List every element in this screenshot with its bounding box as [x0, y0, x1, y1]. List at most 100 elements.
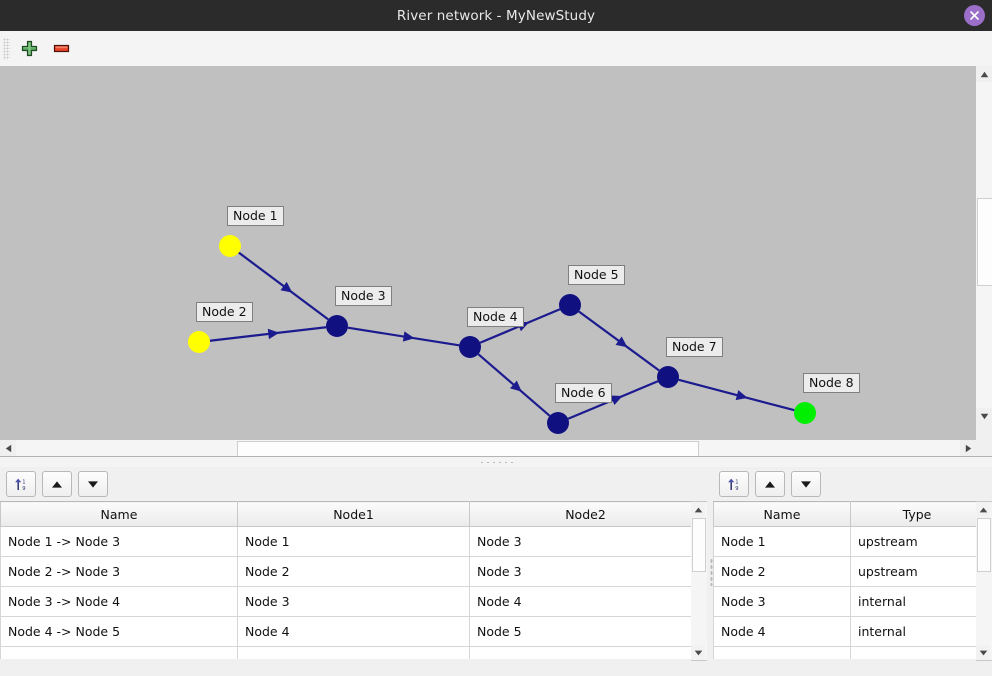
table-row[interactable]: [713, 646, 977, 659]
table-cell[interactable]: Node 3: [469, 526, 692, 557]
column-header[interactable]: Node1: [237, 501, 470, 527]
svg-text:9: 9: [735, 486, 738, 492]
column-header[interactable]: Node2: [469, 501, 692, 527]
graph-node[interactable]: [326, 315, 348, 337]
table-cell[interactable]: Node 3: [713, 586, 851, 617]
table-cell[interactable]: Node 5: [469, 616, 692, 647]
triangle-right-icon: [965, 444, 971, 452]
table-cell[interactable]: internal: [850, 616, 977, 647]
table-cell[interactable]: Node 4: [237, 616, 470, 647]
toolbar-grip[interactable]: [3, 37, 10, 60]
remove-node-button[interactable]: [48, 36, 74, 62]
sort-branches-button[interactable]: 1 9: [6, 471, 36, 497]
table-cell[interactable]: [469, 646, 692, 659]
column-header[interactable]: Type: [850, 501, 977, 527]
close-button[interactable]: [964, 5, 985, 26]
graph-node[interactable]: [188, 331, 210, 353]
graph-node-label[interactable]: Node 2: [196, 302, 253, 322]
move-branch-up-button[interactable]: [42, 471, 72, 497]
graph-node-label[interactable]: Node 3: [335, 286, 392, 306]
graph-node[interactable]: [219, 235, 241, 257]
table-cell[interactable]: Node 1: [237, 526, 470, 557]
table-cell[interactable]: Node 2: [237, 556, 470, 587]
branch-table-scrollbar[interactable]: [691, 501, 708, 661]
graph-edge[interactable]: [209, 326, 327, 342]
table-cell[interactable]: Node 4: [469, 586, 692, 617]
move-node-down-button[interactable]: [791, 471, 821, 497]
sort-nodes-button[interactable]: 1 9: [719, 471, 749, 497]
table-cell[interactable]: upstream: [850, 526, 977, 557]
table-row[interactable]: [0, 646, 692, 659]
graph-node-label[interactable]: Node 8: [803, 373, 860, 393]
branch-scroll-up-button[interactable]: [691, 502, 705, 517]
triangle-down-icon: [979, 650, 987, 655]
table-cell[interactable]: Node 4 -> Node 5: [0, 616, 238, 647]
graph-node[interactable]: [547, 412, 569, 434]
add-node-button[interactable]: [16, 36, 42, 62]
graph-edge[interactable]: [347, 326, 460, 347]
table-cell[interactable]: Node 1 -> Node 3: [0, 526, 238, 557]
table-cell[interactable]: Node 3: [469, 556, 692, 587]
graph-node[interactable]: [559, 294, 581, 316]
canvas-scroll-down-button[interactable]: [976, 408, 992, 424]
move-node-up-button[interactable]: [755, 471, 785, 497]
horizontal-splitter[interactable]: [0, 456, 992, 468]
graph-node-label[interactable]: Node 1: [227, 206, 284, 226]
table-cell[interactable]: [0, 646, 238, 659]
canvas-scroll-up-button[interactable]: [976, 66, 992, 82]
branch-scroll-thumb[interactable]: [692, 518, 706, 572]
table-cell[interactable]: [237, 646, 470, 659]
node-scroll-up-button[interactable]: [976, 502, 990, 517]
column-header[interactable]: Name: [0, 501, 238, 527]
table-cell[interactable]: [713, 646, 851, 659]
table-cell[interactable]: Node 4: [713, 616, 851, 647]
canvas-vscroll-thumb[interactable]: [977, 198, 992, 286]
table-cell[interactable]: Node 2: [713, 556, 851, 587]
canvas-scroll-right-button[interactable]: [960, 440, 976, 456]
table-cell[interactable]: upstream: [850, 556, 977, 587]
graph-node-label[interactable]: Node 7: [666, 337, 723, 357]
branch-scroll-down-button[interactable]: [691, 645, 705, 660]
river-network-graph[interactable]: Node 1 Node 2 Node 3 Node 4 Node 5 Node 6 Node…: [0, 66, 977, 440]
vsplitter-grip-dots: [709, 557, 713, 586]
graph-node-label[interactable]: Node 5: [568, 265, 625, 285]
node-scroll-down-button[interactable]: [976, 645, 990, 660]
table-cell[interactable]: [850, 646, 977, 659]
move-branch-down-button[interactable]: [78, 471, 108, 497]
table-cell[interactable]: Node 2 -> Node 3: [0, 556, 238, 587]
graph-node[interactable]: [657, 366, 679, 388]
table-cell[interactable]: Node 3: [237, 586, 470, 617]
graph-node-label[interactable]: Node 4: [467, 307, 524, 327]
node-scroll-thumb[interactable]: [977, 518, 991, 572]
canvas-scroll-left-button[interactable]: [0, 440, 16, 456]
graph-edge[interactable]: [238, 251, 329, 321]
graph-node-label[interactable]: Node 6: [555, 383, 612, 403]
column-header[interactable]: Name: [713, 501, 851, 527]
table-cell[interactable]: internal: [850, 586, 977, 617]
triangle-up-icon: [765, 480, 775, 488]
canvas-hscroll-thumb[interactable]: [237, 441, 699, 457]
graph-node[interactable]: [459, 336, 481, 358]
table-cell[interactable]: Node 3 -> Node 4: [0, 586, 238, 617]
canvas-horizontal-scrollbar[interactable]: [0, 439, 976, 457]
node-table-scrollbar[interactable]: [976, 501, 992, 661]
canvas-vertical-scrollbar[interactable]: [975, 66, 992, 440]
graph-edge[interactable]: [678, 378, 795, 412]
vertical-splitter[interactable]: [707, 467, 715, 676]
graph-node[interactable]: [794, 402, 816, 424]
table-cell[interactable]: Node 1: [713, 526, 851, 557]
